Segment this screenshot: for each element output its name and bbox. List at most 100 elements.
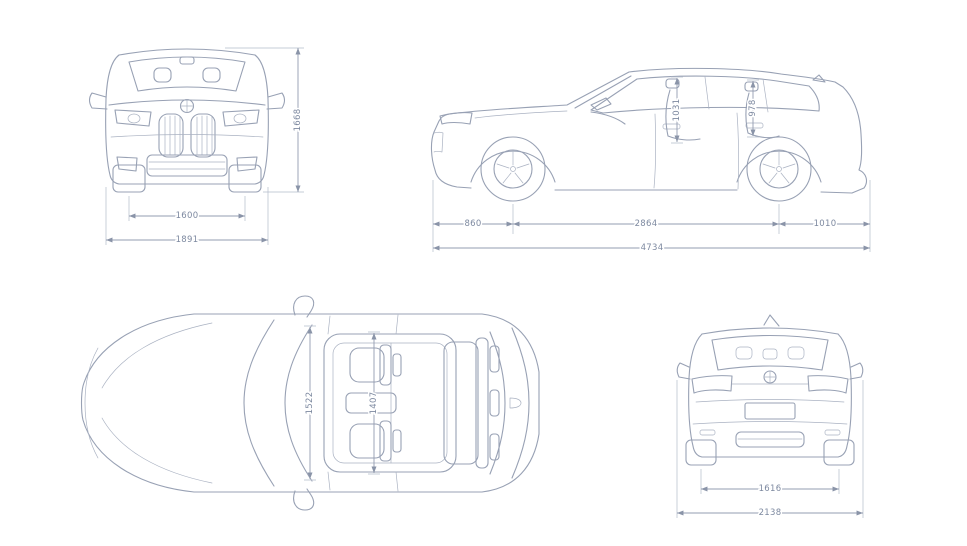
- dim-front-headroom-ticks: [671, 76, 683, 144]
- side-glass: [590, 75, 820, 114]
- side-mirror: [590, 97, 612, 111]
- antenna-fin-side: [812, 74, 826, 83]
- sunroof-outer: [323, 333, 457, 473]
- dim-length-extensions: [432, 180, 871, 252]
- top-view-car-art: [80, 295, 540, 511]
- windshield-side: [574, 75, 632, 109]
- dim-front-track-label: 1600: [176, 211, 199, 221]
- dim-rear-width-label: 2138: [759, 508, 782, 518]
- taillight-left: [691, 375, 733, 394]
- side-view-drawing: 1031 978 860 2864 1010 4734: [430, 67, 871, 255]
- dim-rear-interior-width-ticks: [368, 331, 380, 475]
- headrest-left: [153, 67, 172, 83]
- grille-slats: [164, 115, 213, 156]
- dim-front-height-label: 1668: [293, 109, 303, 132]
- headlight-right: [222, 109, 260, 127]
- corner-intake-left: [116, 156, 138, 172]
- door-handle-front: [662, 123, 681, 130]
- lower-air-intake: [146, 154, 228, 177]
- headrest-right: [202, 67, 221, 83]
- dim-rear-track-label: 1616: [759, 484, 782, 494]
- top-body-outline: [80, 313, 540, 493]
- dim-front-width-extensions: [105, 187, 269, 245]
- dim-rear-interior-width-label: 1407: [369, 392, 379, 415]
- rear-wheel-right: [823, 439, 855, 466]
- front-view-drawing: 1600 1891 1668: [88, 47, 305, 247]
- kidney-grille-left: [158, 113, 184, 158]
- front-wheel-arch: [470, 150, 556, 183]
- front-roof-outline: [118, 48, 256, 56]
- headlight-left: [114, 109, 152, 127]
- top-seats: [345, 337, 500, 469]
- license-plate-recess: [744, 402, 796, 420]
- front-view-car-art: [88, 48, 286, 193]
- door-seams-top: [327, 314, 399, 492]
- reflector-left: [699, 429, 716, 436]
- rear-window: [711, 334, 829, 371]
- dim-rear-headroom-label: 978: [748, 99, 758, 116]
- side-dimensions: 1031 978 860 2864 1010 4734: [432, 76, 871, 255]
- dim-wheelbase-label: 2864: [635, 219, 658, 229]
- kidney-grille-right: [190, 113, 216, 158]
- rear-headrest-right: [787, 346, 805, 360]
- bumper-seam: [692, 421, 848, 425]
- rear-roundel-cross: [763, 370, 777, 384]
- rear-headrest-center: [762, 348, 778, 360]
- headlight-side: [439, 112, 473, 125]
- mirror-bottom: [293, 488, 315, 511]
- door-seams: [653, 112, 740, 190]
- rear-view-car-art: [676, 314, 864, 466]
- side-mirror-right: [266, 92, 286, 110]
- door-handle-rear: [745, 122, 764, 129]
- rear-right-body-side: [837, 333, 852, 458]
- corner-intake-right: [236, 156, 258, 172]
- rear-wheel-left: [685, 439, 717, 466]
- taillight-right: [807, 375, 849, 394]
- reflector-right: [824, 429, 841, 436]
- dim-rear-headroom-ticks: [747, 79, 759, 138]
- side-mirror-left: [88, 92, 108, 110]
- windshield-base-top: [243, 319, 275, 487]
- tailgate-seam: [695, 399, 845, 403]
- dim-rear-width-extensions: [676, 380, 864, 518]
- top-view-drawing: 1522 1407: [80, 295, 540, 511]
- side-view-car-art: [430, 67, 868, 202]
- headlight-right-lens: [233, 113, 247, 124]
- roundel-cross: [180, 99, 194, 113]
- front-wheel: [480, 136, 546, 202]
- front-dimensions: 1600 1891 1668: [105, 47, 305, 247]
- side-body-outline: [430, 67, 868, 194]
- rear-wheel: [746, 136, 812, 202]
- antenna-top: [509, 397, 522, 409]
- front-wheel-right: [228, 164, 262, 193]
- rear-dimensions: 1616 2138: [676, 380, 864, 520]
- rear-antenna-fin: [763, 314, 780, 327]
- front-wheel-left: [112, 164, 146, 193]
- fender-line: [474, 110, 568, 119]
- rear-window-top: [511, 327, 530, 479]
- pillar-lines: [704, 76, 769, 113]
- mirror-top: [293, 295, 315, 318]
- intake-mesh-lines: [148, 161, 226, 170]
- rear-bumper-lower: [820, 191, 853, 194]
- rearview-mirror: [179, 56, 195, 65]
- rear-wheel-arch: [736, 150, 822, 183]
- dim-front-width-label: 1891: [176, 235, 199, 245]
- roof-rear-edge: [489, 331, 506, 475]
- front-fascia-contour: [84, 347, 99, 459]
- headlight-left-lens: [127, 113, 141, 124]
- dim-rear-overhang-label: 1010: [814, 219, 837, 229]
- top-dimensions: 1522 1407: [304, 325, 381, 481]
- hood-creases: [101, 322, 213, 484]
- rear-headrest-left: [735, 346, 753, 360]
- rear-diffuser: [735, 431, 805, 448]
- rear-left-body-side: [688, 333, 703, 458]
- front-bumper-lower: [434, 169, 472, 189]
- bumper-line: [110, 134, 264, 138]
- rear-mirror-right: [849, 362, 864, 380]
- roof-front-edge: [284, 324, 313, 482]
- dim-front-height-extensions: [225, 47, 304, 193]
- rear-mirror-left: [676, 362, 691, 380]
- dim-front-headroom-label: 1031: [672, 99, 682, 122]
